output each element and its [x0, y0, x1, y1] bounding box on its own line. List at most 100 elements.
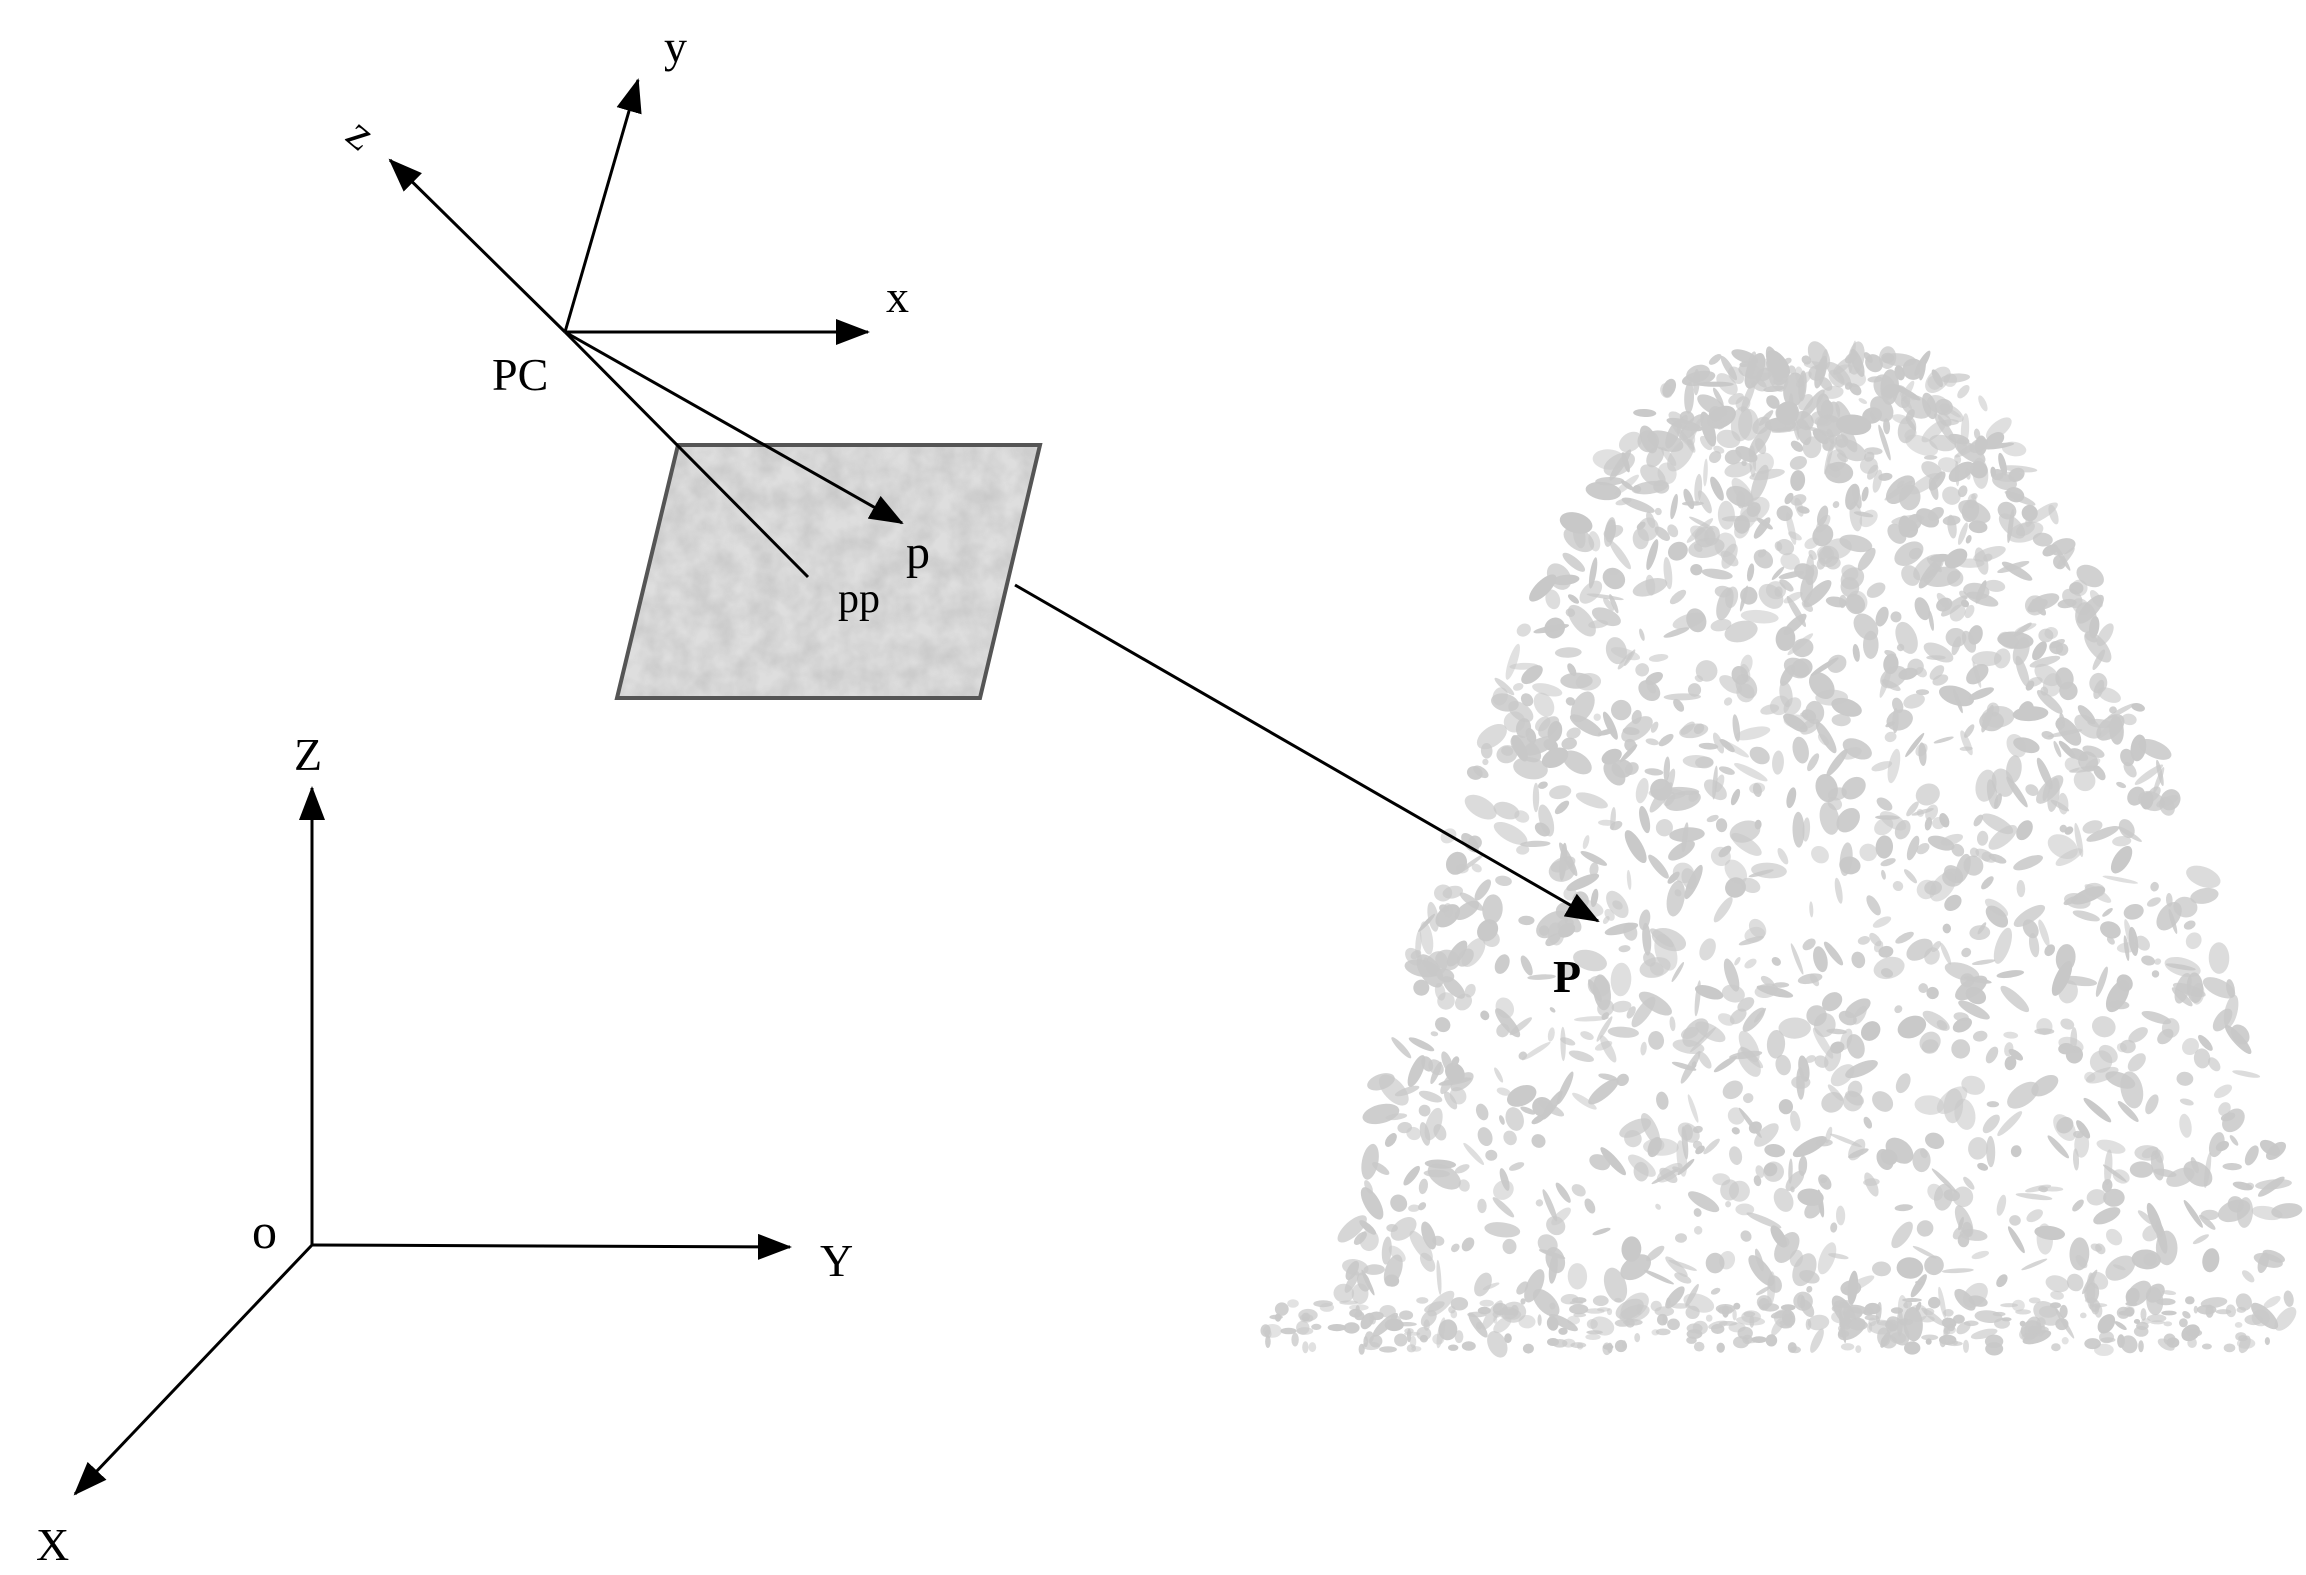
point-cloud-blob	[1976, 394, 1989, 412]
point-cloud-blob	[1598, 563, 1629, 593]
point-cloud-blob	[1670, 1303, 1690, 1309]
point-cloud-blob	[2051, 1343, 2061, 1351]
point-cloud-blob	[1855, 1345, 1861, 1353]
point-cloud-blob	[1582, 1197, 1597, 1215]
point-cloud-blob	[1742, 1092, 1755, 1105]
point-cloud-blob	[2029, 1297, 2041, 1303]
point-cloud-blob	[1349, 1304, 1369, 1310]
point-cloud-blob	[1574, 1015, 1609, 1022]
point-cloud-blob	[1610, 699, 1632, 721]
point-cloud-blob	[1436, 1260, 1443, 1295]
point-cloud-blob	[1891, 1307, 1903, 1313]
point-cloud-blob	[1475, 1125, 1495, 1148]
point-cloud-blob	[2176, 1071, 2194, 1086]
point-cloud-blob	[2186, 1329, 2202, 1337]
point-cloud-blob	[2024, 1207, 2045, 1225]
point-cloud-blob	[1868, 1087, 1897, 1116]
point-cloud-blob	[1694, 1342, 1705, 1352]
point-cloud-blob	[1621, 827, 1651, 866]
point-cloud-blob	[1476, 1322, 1482, 1330]
point-cloud-blob	[1692, 1207, 1702, 1218]
point-cloud-blob	[1492, 1066, 1504, 1083]
point-cloud-blob	[1638, 628, 1646, 642]
point-cloud-blob	[1893, 1004, 1904, 1015]
point-cloud-blob	[2039, 1306, 2058, 1318]
point-cloud-blob	[1707, 475, 1726, 503]
point-cloud-blob	[1741, 1310, 1761, 1323]
point-cloud-blob	[1797, 1294, 1805, 1308]
point-cloud-blob	[1706, 1315, 1713, 1322]
point-cloud-blob	[1287, 1299, 1299, 1308]
point-cloud-blob	[1682, 501, 1704, 506]
point-cloud-blob	[1592, 1226, 1612, 1236]
point-cloud-blob	[1902, 867, 1919, 885]
point-cloud-blob	[1569, 1304, 1588, 1314]
point-cloud-blob	[1644, 767, 1663, 776]
point-cloud-blob	[1383, 1131, 1400, 1149]
point-cloud-blob	[1692, 656, 1722, 685]
point-cloud-blob	[2242, 1143, 2262, 1167]
camera-y-axis-label: y	[664, 21, 687, 72]
point-cloud-blob	[2140, 954, 2156, 967]
point-cloud-blob	[1499, 1307, 1518, 1320]
point-cloud-blob	[1942, 1268, 1974, 1274]
point-cloud-blob	[2041, 730, 2055, 741]
point-cloud-blob	[1502, 1238, 1517, 1254]
point-cloud-blob	[1789, 1110, 1803, 1132]
point-cloud-blob	[1535, 1199, 1543, 1207]
point-cloud-blob	[1894, 929, 1916, 946]
point-cloud-blob	[1871, 953, 1907, 982]
point-cloud-blob	[2117, 1334, 2125, 1348]
point-cloud-blob	[1643, 1268, 1675, 1286]
point-cloud-blob	[1512, 682, 1525, 692]
point-cloud-blob	[2015, 1309, 2031, 1314]
point-cloud-blob	[1850, 950, 1868, 970]
point-cloud-blob	[2145, 895, 2162, 909]
point-cloud-blob	[1833, 877, 1844, 904]
point-cloud-blob	[1746, 743, 1773, 768]
point-cloud-blob	[1923, 1130, 1947, 1152]
point-cloud-blob	[1568, 1048, 1596, 1064]
point-cloud-blob	[1711, 1324, 1724, 1334]
point-cloud-blob	[1831, 500, 1840, 509]
point-cloud-blob	[2043, 1273, 2071, 1296]
point-cloud-blob	[1719, 1077, 1746, 1103]
point-cloud-blob	[1311, 1324, 1321, 1330]
point-cloud-blob	[1684, 382, 1695, 414]
point-cloud-blob	[1566, 593, 1580, 606]
point-cloud-blob	[1359, 1344, 1365, 1355]
point-cloud-blob	[1995, 1194, 2008, 1217]
point-cloud-blob	[2245, 1315, 2263, 1326]
point-cloud-blob	[1418, 1088, 1444, 1105]
point-cloud-blob	[1863, 893, 1883, 918]
point-cloud-blob	[1634, 777, 1651, 805]
point-cloud-blob	[1976, 1161, 1989, 1172]
point-cloud-blob	[2062, 1337, 2069, 1344]
point-cloud-blob	[1558, 1328, 1567, 1335]
point-cloud-blob	[2100, 1337, 2115, 1342]
point-cloud-blob	[2235, 1322, 2243, 1328]
point-cloud-blob	[1448, 1306, 1455, 1313]
point-cloud-blob	[2237, 1338, 2255, 1349]
point-cloud-blob	[1645, 852, 1671, 881]
point-cloud-blob	[1549, 1303, 1555, 1310]
point-cloud-blob	[1780, 1324, 1792, 1328]
point-cloud-blob	[1921, 1335, 1938, 1341]
point-cloud-blob	[1712, 1054, 1738, 1075]
point-cloud-blob	[1603, 1344, 1614, 1350]
point-cloud-blob	[1492, 952, 1513, 976]
point-cloud-blob	[1567, 1263, 1587, 1290]
point-cloud-blob	[1785, 786, 1798, 809]
point-cloud-blob	[1579, 1029, 1595, 1041]
point-cloud-blob	[2021, 1257, 2049, 1272]
world-x-axis	[75, 1245, 312, 1494]
point-cloud-blob	[1397, 1322, 1417, 1326]
point-cloud-blob	[2183, 861, 2224, 892]
point-cloud-blob	[1462, 1341, 1476, 1351]
point-cloud-blob	[1914, 1217, 1937, 1240]
point-cloud-blob	[1834, 1300, 1854, 1308]
point-cloud-blob	[2125, 1302, 2137, 1306]
point-cloud-blob	[1482, 759, 1488, 766]
point-cloud-blob	[1538, 1314, 1542, 1326]
point-cloud-blob	[2208, 942, 2229, 974]
